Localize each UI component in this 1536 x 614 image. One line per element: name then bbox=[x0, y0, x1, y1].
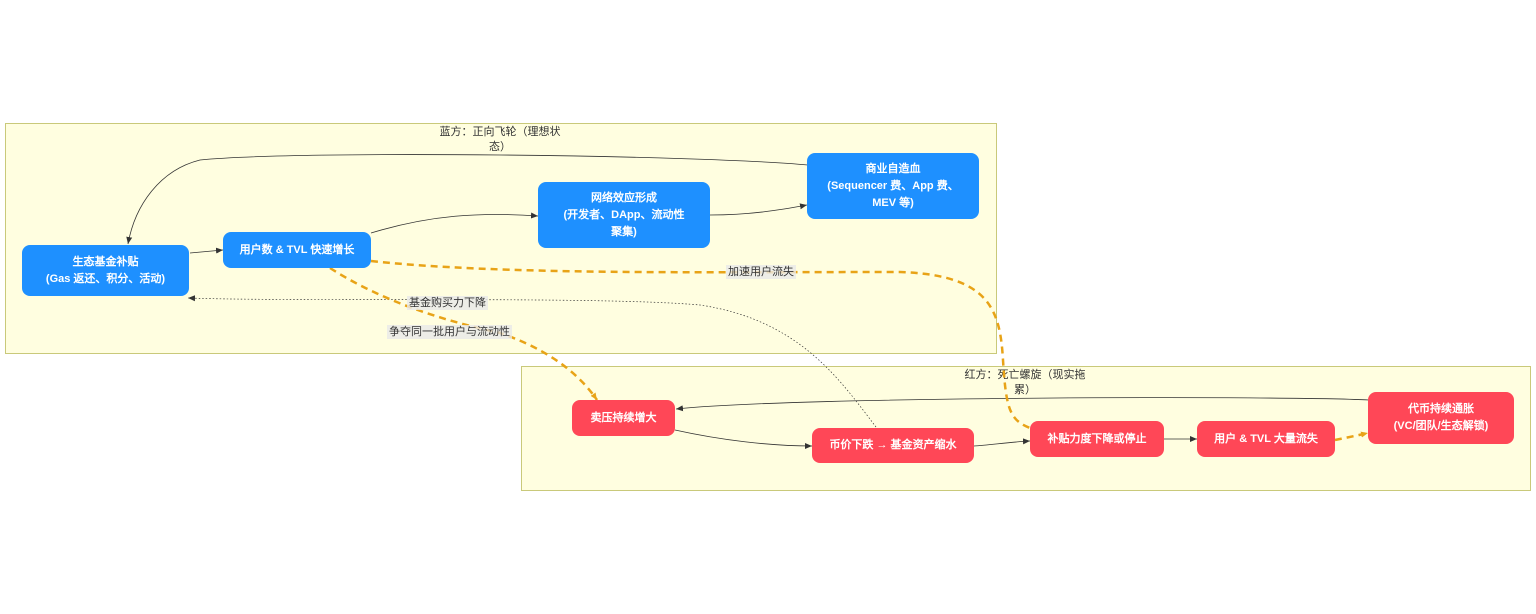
node-network-effect: 网络效应形成 (开发者、DApp、流动性 聚集) bbox=[538, 182, 710, 248]
red-cluster-title-line1: 红方：死亡螺旋（现实拖 bbox=[964, 369, 1086, 381]
blue-cluster-title-line2: 态） bbox=[489, 141, 511, 153]
node-token-inflation: 代币持续通胀 (VC/团队/生态解锁) bbox=[1368, 392, 1514, 444]
node-sell-pressure: 卖压持续增大 bbox=[572, 400, 675, 436]
node-subsidy-cut: 补贴力度下降或停止 bbox=[1030, 421, 1164, 457]
node-eco-subsidy: 生态基金补贴 (Gas 返还、积分、活动) bbox=[22, 245, 189, 296]
edge-network-to-selfsustain bbox=[709, 203, 808, 216]
edge-selfsustain-to-subsidy bbox=[126, 154, 809, 245]
blue-cluster-title: 蓝方：正向飞轮（理想状 态） bbox=[430, 125, 570, 155]
node-user-growth: 用户数 & TVL 快速增长 bbox=[223, 232, 371, 268]
node-user-loss: 用户 & TVL 大量流失 bbox=[1197, 421, 1335, 457]
red-cluster bbox=[521, 366, 1531, 491]
node-self-sustain: 商业自造血 (Sequencer 费、App 费、 MEV 等) bbox=[807, 153, 979, 219]
node-price-drop: 币价下跌 → 基金资产缩水 bbox=[812, 428, 974, 463]
edge-label-compete-users: 争夺同一批用户与流动性 bbox=[387, 325, 512, 339]
edge-subsidy-to-growth bbox=[189, 247, 224, 254]
edge-label-fund-buying-power: 基金购买力下降 bbox=[407, 296, 488, 310]
edge-growth-to-network bbox=[370, 212, 539, 234]
edge-sell-to-price bbox=[674, 429, 813, 449]
blue-cluster-title-line1: 蓝方：正向飞轮（理想状 bbox=[439, 126, 561, 138]
red-cluster-title: 红方：死亡螺旋（现实拖 累） bbox=[955, 368, 1095, 398]
red-cluster-title-line2: 累） bbox=[1014, 384, 1036, 396]
edge-label-accelerate-loss: 加速用户流失 bbox=[726, 265, 796, 279]
edge-inflation-to-sell bbox=[675, 397, 1370, 412]
edge-growth-to-userloss-dashed bbox=[370, 259, 1031, 430]
edge-price-to-subsidy-dotted bbox=[187, 295, 877, 428]
edge-price-to-subsidycut bbox=[973, 438, 1031, 447]
edge-userloss-to-inflation-dashed bbox=[1334, 431, 1369, 442]
